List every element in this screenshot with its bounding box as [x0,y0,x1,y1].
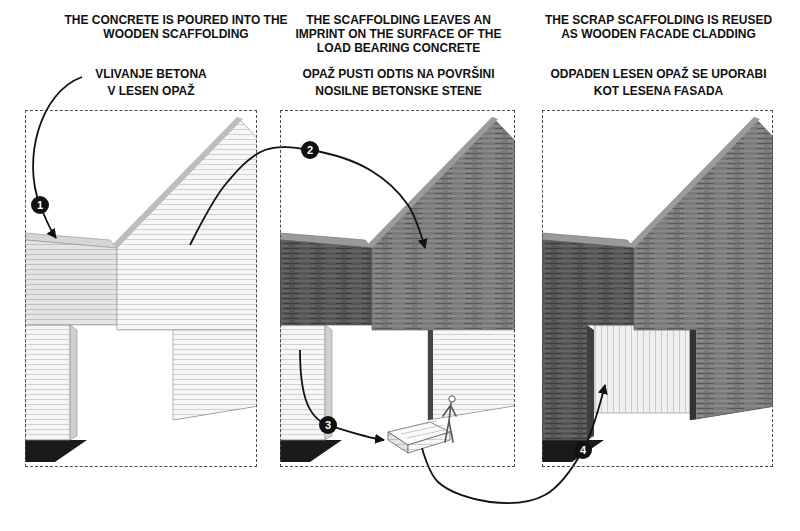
house-clip [542,117,773,462]
panel-frame: THE CONCRETE IS POURED INTO THE WOODEN S… [25,110,257,467]
pillar-side [70,325,77,440]
panel-heading: THE CONCRETE IS POURED INTO THE WOODEN S… [56,13,296,41]
right-pillar [173,330,257,420]
pile-front [408,432,450,453]
roof-edge [113,117,243,248]
process-arrow [422,385,605,503]
right-pillar [428,330,515,420]
wood-cladding [594,325,690,413]
pillar-side [587,325,594,440]
wing-face [542,240,634,325]
wing-face [280,240,372,325]
person-figure [443,396,456,442]
panel-subheading: VLIVANJE BETONA V LESEN OPAŽ [90,66,212,100]
scrap-arrow [300,350,384,440]
panel-subheading: OPAŽ PUSTI ODTIS NA POVRŠINI NOSILNE BET… [281,66,516,100]
house-clip [280,117,515,462]
house-formwork [25,117,265,462]
wing-face [25,240,117,325]
callout-number: 2 [301,141,319,159]
callout-number: 3 [319,416,337,434]
house-cladding [542,117,782,462]
panel-subheading: ODPADEN LESEN OPAŽ SE UPORABI KOT LESENA… [543,66,774,100]
panel-heading: THE SCRAP SCAFFOLDING IS REUSED AS WOODE… [543,13,774,41]
pillar-edge [690,330,696,420]
house-concrete [280,117,520,462]
right-pillar [690,330,773,420]
pillar-edge [428,330,433,420]
person-body [443,403,456,442]
panel-heading: THE SCAFFOLDING LEAVES AN IMPRINT ON THE… [281,13,516,55]
process-arrow [190,147,425,248]
person-head [449,396,455,402]
panel-frame: THE SCAFFOLDING LEAVES AN IMPRINT ON THE… [280,110,515,467]
left-pillar [542,325,587,440]
callout-number: 4 [574,441,592,459]
pile-side [388,432,408,453]
house-clip [25,117,257,462]
callout-number: 1 [31,196,49,214]
panel-frame: THE SCRAP SCAFFOLDING IS REUSED AS WOODE… [542,110,773,467]
scrap-pile [388,421,450,453]
left-pillar [25,325,70,440]
roof-edge [630,117,760,248]
